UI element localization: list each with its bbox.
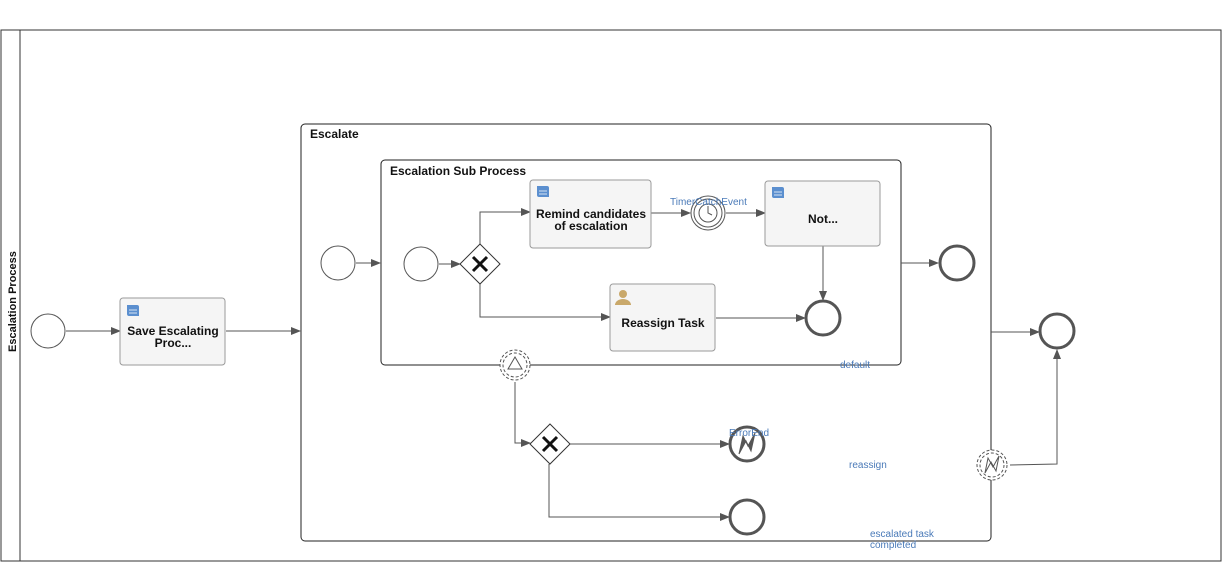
not-task-label: Not... <box>808 212 838 226</box>
remind-candidates-label-line2: of escalation <box>554 219 627 233</box>
exclusive-gateway-x-icon <box>471 255 489 273</box>
error-lightning-icon <box>984 455 1000 474</box>
escalate-label: Escalate <box>310 127 359 141</box>
pool-label: Escalation Process <box>7 251 19 352</box>
not-task[interactable]: Not... <box>764 180 881 247</box>
flow-signal-to-gateway[interactable] <box>514 382 531 447</box>
timer-catch-event-label: TimerCatchEvent <box>670 197 747 208</box>
save-escalating-label-line2: Proc... <box>155 336 192 350</box>
sequence-flows <box>66 208 1061 521</box>
reassign-flow-label: reassign <box>849 460 887 471</box>
user-task-icon <box>615 290 631 305</box>
default-flow-label: default <box>840 360 870 371</box>
timer-icon <box>698 203 718 223</box>
reassign-task[interactable]: Reassign Task <box>609 283 716 352</box>
save-escalating-label-line1: Save Escalating <box>127 324 218 338</box>
main-end-event[interactable] <box>1038 312 1076 350</box>
sub-process-start-event[interactable] <box>403 246 439 282</box>
script-task-icon <box>127 305 139 316</box>
start-event[interactable] <box>30 313 66 349</box>
escalate-end-event[interactable] <box>938 244 976 282</box>
remind-candidates-task[interactable]: Remind candidates of escalation <box>529 179 652 249</box>
save-escalating-task[interactable]: Save Escalating Proc... <box>119 297 226 366</box>
error-boundary-event[interactable] <box>976 449 1008 481</box>
reassign-task-label: Reassign Task <box>621 316 704 330</box>
exclusive-gateway-x-icon <box>541 435 559 453</box>
script-task-icon <box>772 187 784 198</box>
error-end-event[interactable] <box>728 425 766 463</box>
escalated-flow-label-line1: escalated task <box>870 529 935 540</box>
exclusive-gateway[interactable] <box>459 243 501 285</box>
signal-triangle-icon <box>507 356 523 370</box>
escalation-sub-process-label: Escalation Sub Process <box>390 164 526 178</box>
escalated-flow-label-line2: completed <box>870 540 916 551</box>
remind-candidates-label-line1: Remind candidates <box>536 207 646 221</box>
script-task-icon <box>537 186 549 197</box>
escalate-start-event[interactable] <box>320 245 356 281</box>
flow-gateway-to-remind[interactable] <box>479 208 531 244</box>
flow-error-boundary-to-main-end[interactable] <box>1009 349 1061 466</box>
error-lightning-icon <box>738 432 756 455</box>
sub-process-end-event[interactable] <box>804 299 842 337</box>
exclusive-gateway-2[interactable] <box>529 423 571 465</box>
signal-boundary-event[interactable] <box>499 349 531 381</box>
timer-catch-event[interactable] <box>690 195 726 231</box>
flow-gateway-to-reassign[interactable] <box>479 284 611 321</box>
bottom-end-event[interactable] <box>728 498 766 536</box>
flow-gateway2-to-end[interactable] <box>548 464 730 521</box>
error-end-label: ErrorEnd <box>729 428 769 439</box>
